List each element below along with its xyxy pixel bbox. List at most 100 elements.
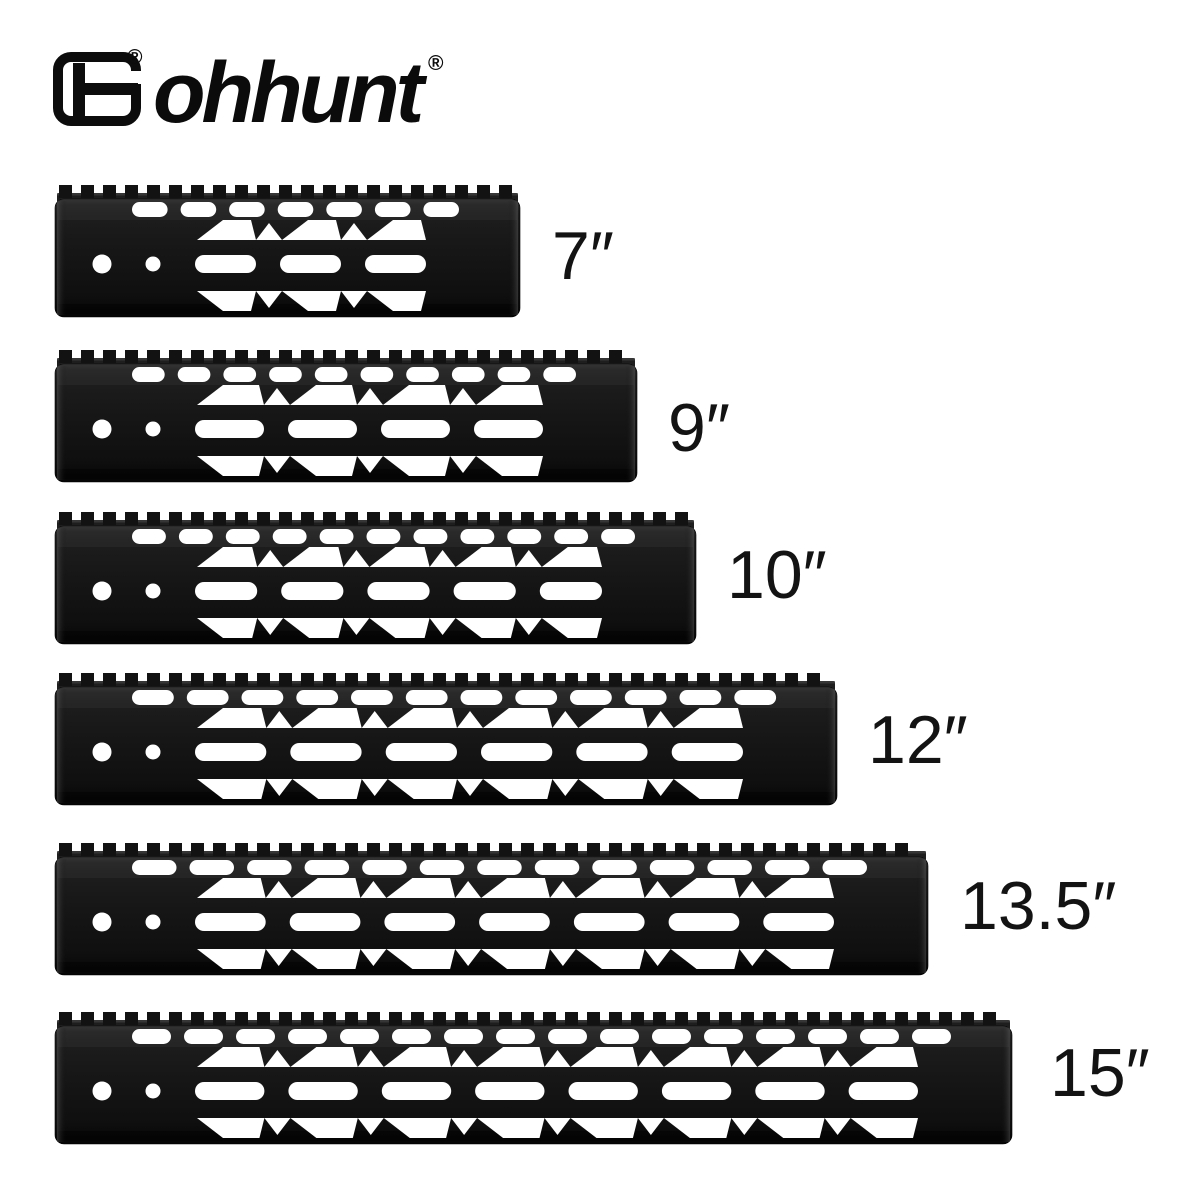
rail-tooth xyxy=(81,350,94,363)
rail-tooth xyxy=(521,843,534,856)
vent-trapezoid xyxy=(765,949,834,969)
vent-trapezoid xyxy=(670,949,740,969)
rail-tooth xyxy=(125,512,138,525)
rail-tooth xyxy=(103,185,116,198)
rail-tooth xyxy=(345,1012,358,1025)
rail-tooth xyxy=(411,350,424,363)
rail-tooth xyxy=(499,512,512,525)
rail-tooth xyxy=(125,843,138,856)
top-vent-slot xyxy=(272,529,307,544)
mounting-hole xyxy=(92,742,112,762)
rail-tooth xyxy=(565,843,578,856)
vent-trapezoid xyxy=(477,1118,545,1138)
vent-triangle xyxy=(450,388,476,405)
top-vent-slot xyxy=(419,860,465,875)
vent-trapezoid xyxy=(663,1047,732,1067)
rail-tooth xyxy=(675,843,688,856)
rail-tooth xyxy=(169,350,182,363)
vent-trapezoid xyxy=(292,708,362,728)
top-vent-slot xyxy=(460,690,503,705)
top-vent-slot xyxy=(507,529,542,544)
vent-trapezoid xyxy=(670,878,740,898)
vent-triangle xyxy=(731,1050,758,1067)
vent-triangle xyxy=(457,779,483,796)
vent-triangle xyxy=(429,618,456,635)
rail-tooth xyxy=(741,843,754,856)
mounting-hole xyxy=(145,421,161,437)
vent-trapezoid xyxy=(575,878,645,898)
vent-trapezoid xyxy=(850,1118,918,1138)
top-vent-slot xyxy=(304,860,350,875)
vent-trapezoid xyxy=(290,385,357,405)
rail-tooth xyxy=(257,673,270,686)
vent-trapezoid xyxy=(283,547,344,567)
size-label-12in: 12″ xyxy=(868,702,968,778)
rail-tooth xyxy=(499,350,512,363)
vent-trapezoid xyxy=(570,1047,638,1067)
rail-tooth xyxy=(279,673,292,686)
vent-trapezoid xyxy=(383,1118,452,1138)
rail-tooth xyxy=(279,1012,292,1025)
rail-tooth xyxy=(609,350,622,363)
rail-tooth xyxy=(279,350,292,363)
vent-triangle xyxy=(256,291,282,308)
top-vent-slot xyxy=(180,202,217,217)
rail-tooth xyxy=(81,185,94,198)
rail-tooth xyxy=(653,843,666,856)
rail-tooth xyxy=(323,1012,336,1025)
mlok-slot xyxy=(385,743,457,761)
top-vent-slot xyxy=(451,367,485,382)
vent-triangle xyxy=(515,550,542,567)
vent-triangle xyxy=(357,1118,384,1135)
rail-tooth xyxy=(81,843,94,856)
vent-trapezoid xyxy=(291,949,361,969)
top-vent-slot xyxy=(360,367,394,382)
vent-triangle xyxy=(357,456,383,473)
vent-trapezoid xyxy=(383,1047,452,1067)
rail-tooth xyxy=(565,1012,578,1025)
brand-logo-icon xyxy=(53,52,141,126)
vent-triangle xyxy=(549,881,576,898)
rail-tooth xyxy=(301,1012,314,1025)
vent-triangle xyxy=(264,1118,291,1135)
rail-tooth xyxy=(785,1012,798,1025)
vent-triangle xyxy=(341,291,367,308)
vent-trapezoid xyxy=(282,291,341,311)
top-vent-slot xyxy=(392,1029,431,1044)
mounting-hole xyxy=(145,914,161,930)
vent-triangle xyxy=(257,550,284,567)
rail-tooth xyxy=(345,185,358,198)
rail-tooth xyxy=(917,1012,930,1025)
vent-trapezoid xyxy=(383,385,450,405)
mounting-hole xyxy=(145,256,161,272)
vent-trapezoid xyxy=(197,1047,265,1067)
rail-tooth xyxy=(279,185,292,198)
rail-tooth xyxy=(455,350,468,363)
rail-tooth xyxy=(301,185,314,198)
size-label-7in: 7″ xyxy=(552,218,614,294)
vent-triangle xyxy=(451,1118,478,1135)
mlok-slot xyxy=(195,1082,265,1100)
rail-tooth xyxy=(125,673,138,686)
rail-tooth xyxy=(499,843,512,856)
top-vent-slot xyxy=(132,860,177,875)
rail-tooth xyxy=(59,185,72,198)
mlok-slot xyxy=(539,582,602,600)
rail-tooth xyxy=(741,1012,754,1025)
rail-tooth xyxy=(455,843,468,856)
vent-triangle xyxy=(357,1050,384,1067)
vent-trapezoid xyxy=(476,456,543,476)
top-vent-slot xyxy=(496,1029,535,1044)
rail-tooth xyxy=(323,350,336,363)
rail-tooth xyxy=(653,1012,666,1025)
rail-tooth xyxy=(499,673,512,686)
top-vent-slot xyxy=(186,690,229,705)
rail-tooth xyxy=(477,1012,490,1025)
mlok-slot xyxy=(573,913,645,931)
top-vent-slot xyxy=(319,529,354,544)
rail-tooth xyxy=(367,673,380,686)
rail-tooth xyxy=(147,512,160,525)
rail-tooth xyxy=(477,185,490,198)
rail-tooth xyxy=(675,673,688,686)
rail-tooth xyxy=(367,185,380,198)
